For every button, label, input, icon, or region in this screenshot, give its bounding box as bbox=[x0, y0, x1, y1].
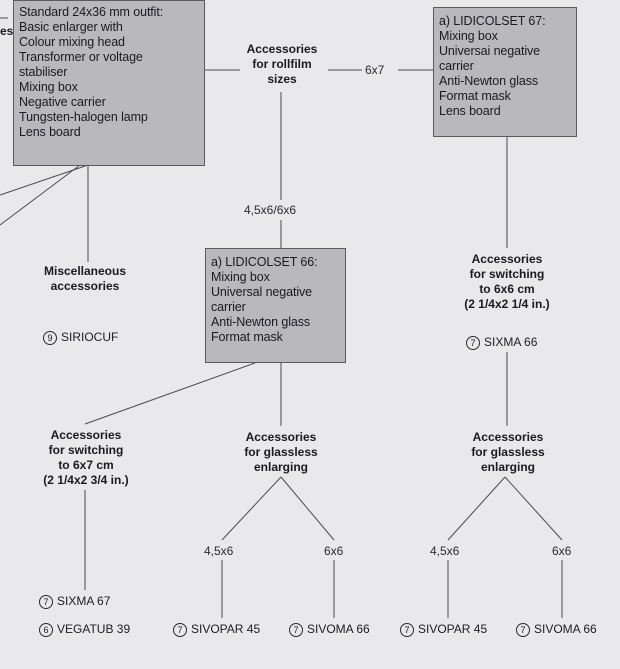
product-sivopar45-right: 7 SIVOPAR 45 bbox=[400, 622, 487, 637]
product-siriocuf: 9 SIRIOCUF bbox=[43, 330, 118, 345]
heading-glassless-right: Accessories for glassless enlarging bbox=[453, 430, 563, 475]
product-name: SIXMA 66 bbox=[484, 335, 538, 349]
product-sixma66: 7 SIXMA 66 bbox=[466, 335, 537, 350]
heading-line: for rollfilm bbox=[252, 57, 312, 71]
heading-misc: Miscellaneous accessories bbox=[30, 264, 140, 294]
heading-line: enlarging bbox=[253, 460, 308, 474]
lidicolset67-box: a) LIDICOLSET 67: Mixing box Universai n… bbox=[433, 7, 577, 137]
heading-line: Accessories bbox=[246, 42, 318, 56]
box-line: Anti-Newton glass bbox=[211, 315, 311, 329]
product-name: SIVOPAR 45 bbox=[418, 622, 488, 636]
heading-line: for glassless bbox=[244, 445, 318, 459]
heading-line: Miscellaneous bbox=[43, 264, 127, 278]
heading-line: for switching bbox=[469, 267, 545, 281]
box-line: a) LIDICOLSET 66: bbox=[211, 255, 318, 269]
label-right-6x6: 6x6 bbox=[550, 544, 574, 558]
box-line: Mixing box bbox=[211, 270, 270, 284]
box-line: Negative carrier bbox=[19, 95, 106, 109]
label-mid-6x6: 6x6 bbox=[322, 544, 346, 558]
number-badge: 7 bbox=[400, 622, 414, 637]
product-name: SIVOMA 66 bbox=[534, 622, 597, 636]
number-badge: 7 bbox=[516, 622, 530, 637]
product-name: SIXMA 67 bbox=[57, 594, 111, 608]
heading-line: Accessories bbox=[245, 430, 317, 444]
lidicolset66-box: a) LIDICOLSET 66: Mixing box Universal n… bbox=[205, 248, 346, 363]
box-line: Mixing box bbox=[439, 29, 498, 43]
number-badge: 7 bbox=[466, 335, 480, 350]
box-line: Transformer or voltage bbox=[19, 50, 143, 64]
box-line: Standard 24x36 mm outfit: bbox=[19, 5, 164, 19]
product-sixma67: 7 SIXMA 67 bbox=[39, 594, 110, 609]
heading-line: Accessories bbox=[50, 428, 122, 442]
heading-switch-6x6: Accessories for switching to 6x6 cm (2 1… bbox=[443, 252, 571, 312]
heading-line: for glassless bbox=[471, 445, 545, 459]
heading-line: (2 1/4x2 1/4 in.) bbox=[464, 297, 550, 311]
label-4-5x6-6x6: 4,5x6/6x6 bbox=[242, 203, 299, 217]
standard-outfit-box: Standard 24x36 mm outfit: Basic enlarger… bbox=[13, 0, 205, 166]
number-badge: 7 bbox=[173, 622, 187, 637]
box-line: stabiliser bbox=[19, 65, 68, 79]
heading-line: enlarging bbox=[480, 460, 535, 474]
box-line: Lens board bbox=[19, 125, 81, 139]
heading-line: Accessories bbox=[471, 252, 543, 266]
box-line: Universai negative bbox=[439, 44, 541, 58]
box-line: Universal negative bbox=[211, 285, 313, 299]
heading-line: for switching bbox=[48, 443, 124, 457]
box-line: Lens board bbox=[439, 104, 501, 118]
product-vegatub39: 6 VEGATUB 39 bbox=[39, 622, 130, 637]
product-name: SIRIOCUF bbox=[61, 330, 119, 344]
heading-line: to 6x6 cm bbox=[479, 282, 535, 296]
box-line: carrier bbox=[439, 59, 474, 73]
heading-glassless-mid: Accessories for glassless enlarging bbox=[226, 430, 336, 475]
product-name: SIVOPAR 45 bbox=[191, 622, 261, 636]
box-line: Colour mixing head bbox=[19, 35, 125, 49]
box-line: Format mask bbox=[211, 330, 283, 344]
heading-line: (2 1/4x2 3/4 in.) bbox=[43, 473, 129, 487]
number-badge: 7 bbox=[39, 594, 53, 609]
heading-switch-6x7: Accessories for switching to 6x7 cm (2 1… bbox=[22, 428, 150, 488]
box-line: Mixing box bbox=[19, 80, 78, 94]
product-name: SIVOMA 66 bbox=[307, 622, 370, 636]
product-sivoma66-right: 7 SIVOMA 66 bbox=[516, 622, 597, 637]
heading-line: accessories bbox=[50, 279, 120, 293]
heading-line: Accessories bbox=[472, 430, 544, 444]
product-sivoma66-mid: 7 SIVOMA 66 bbox=[289, 622, 370, 637]
number-badge: 7 bbox=[289, 622, 303, 637]
heading-line: sizes bbox=[267, 72, 297, 86]
edge-text-fragment: es bbox=[0, 24, 14, 38]
label-6x7: 6x7 bbox=[363, 63, 387, 77]
number-badge: 9 bbox=[43, 330, 57, 345]
product-sivopar45-mid: 7 SIVOPAR 45 bbox=[173, 622, 260, 637]
box-line: Tungsten-halogen lamp bbox=[19, 110, 148, 124]
box-line: Format mask bbox=[439, 89, 511, 103]
label-mid-4-5x6: 4,5x6 bbox=[202, 544, 236, 558]
heading-rollfilm: Accessories for rollfilm sizes bbox=[232, 42, 332, 87]
heading-line: to 6x7 cm bbox=[58, 458, 114, 472]
box-line: carrier bbox=[211, 300, 246, 314]
box-line: a) LIDICOLSET 67: bbox=[439, 14, 546, 28]
box-line: Anti-Newton glass bbox=[439, 74, 539, 88]
number-badge: 6 bbox=[39, 622, 53, 637]
label-right-4-5x6: 4,5x6 bbox=[428, 544, 462, 558]
product-name: VEGATUB 39 bbox=[57, 622, 131, 636]
box-line: Basic enlarger with bbox=[19, 20, 123, 34]
